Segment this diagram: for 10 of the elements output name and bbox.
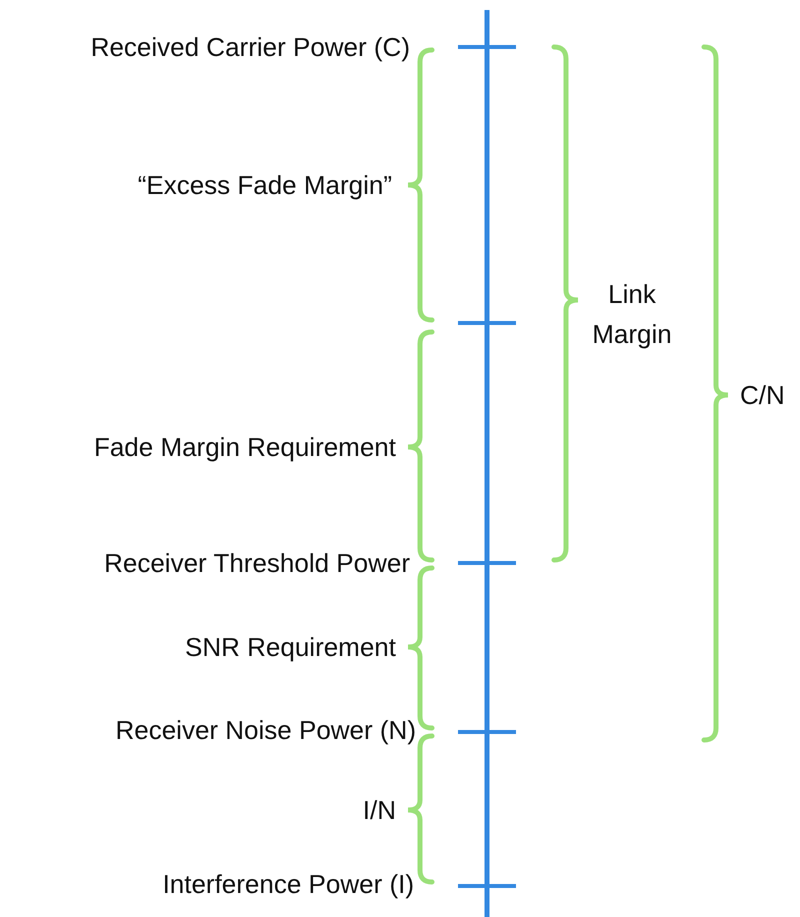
margin-label: “Excess Fade Margin”	[138, 169, 392, 201]
margin-label: C/N	[740, 379, 785, 411]
margin-label: Link Margin	[591, 278, 673, 351]
level-label: Received Carrier Power (C)	[90, 31, 410, 63]
level-label: Receiver Threshold Power	[104, 547, 410, 579]
level-label: Receiver Noise Power (N)	[115, 714, 416, 746]
margin-label: Fade Margin Requirement	[94, 431, 396, 463]
margin-label: SNR Requirement	[185, 631, 396, 663]
level-label: Interference Power (I)	[162, 868, 414, 900]
margin-label: I/N	[362, 794, 396, 826]
